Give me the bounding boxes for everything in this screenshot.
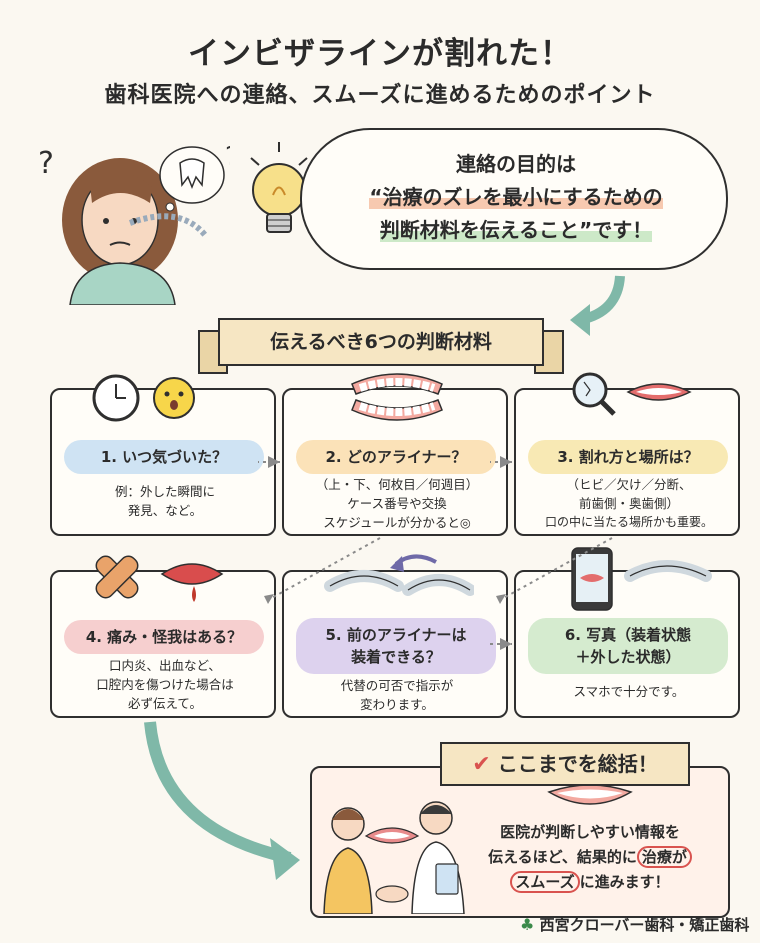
card-5-title-line-1: 5. 前のアライナーは bbox=[325, 626, 467, 644]
card-3-desc-1: （ヒビ／欠け／分断、 bbox=[566, 477, 692, 492]
clover-icon: ♣ bbox=[520, 915, 535, 934]
aligner-teeth-icon bbox=[351, 373, 443, 421]
card-3-desc-2: 前歯側・奥歯側） bbox=[578, 496, 679, 511]
summary-line-1: 医院が判断しやすい情報を bbox=[500, 823, 680, 841]
aligner-swap-icon bbox=[324, 554, 474, 596]
svg-text:?: ? bbox=[38, 146, 54, 181]
summary-line-2-highlight: 治療が bbox=[636, 846, 692, 868]
clinic-name: 西宮クローバー歯科・矯正歯科 bbox=[539, 916, 750, 934]
card-2-desc-3: スケジュールが分かると◎ bbox=[323, 515, 471, 530]
card-4-title: 4. 痛み・怪我はある？ bbox=[64, 620, 264, 654]
card-5-desc-1: 代替の可否で指示が bbox=[340, 678, 454, 693]
card-2-desc-2: ケース番号や交換 bbox=[347, 496, 447, 511]
card-photo: 6. 写真（装着状態 ＋外した状態） スマホで十分です。 bbox=[514, 547, 740, 718]
connector-2-4 bbox=[267, 537, 381, 601]
worried-woman-illustration: ? ? bbox=[38, 142, 230, 305]
smartphone-icon bbox=[571, 547, 712, 611]
summary-line-3: に進みます！ bbox=[579, 873, 670, 891]
magnifier-icon bbox=[572, 372, 692, 416]
purpose-line-3: 判断材料を伝えること”です！ bbox=[379, 218, 653, 242]
clock-icon bbox=[92, 374, 195, 422]
card-5-title: 5. 前のアライナーは 装着できる？ bbox=[296, 618, 496, 674]
card-2-title: 2. どのアライナー？ bbox=[296, 440, 496, 474]
bandage-lips-icon bbox=[95, 555, 224, 602]
card-4-desc-1: 口内炎、出血など、 bbox=[109, 658, 221, 673]
lightbulb-icon bbox=[250, 142, 308, 233]
card-4-desc-3: 必ず伝えて。 bbox=[127, 696, 202, 711]
smile-teeth-icon bbox=[547, 784, 633, 805]
card-previous-aligner: 5. 前のアライナーは 装着できる？ 代替の可否で指示が 変わります。 bbox=[282, 554, 508, 718]
card-1-desc-2: 発見、など。 bbox=[127, 503, 203, 518]
card-4-desc-2: 口腔内を傷つけた場合は bbox=[96, 677, 234, 692]
card-6-title: 6. 写真（装着状態 ＋外した状態） bbox=[528, 618, 728, 674]
card-pain-injury: 4. 痛み・怪我はある？ 口内炎、出血など、 口腔内を傷つけた場合は 必ず伝えて… bbox=[50, 555, 276, 718]
check-icon: ✔ bbox=[472, 752, 491, 777]
page-title: インビザラインが割れた！ bbox=[188, 36, 572, 72]
card-5-desc-2: 変わります。 bbox=[360, 697, 434, 712]
card-1-title: 1. いつ気づいた？ bbox=[64, 440, 264, 474]
card-crack-location: 3. 割れ方と場所は？ （ヒビ／欠け／分断、 前歯側・奥歯側） 口の中に当たる場… bbox=[514, 372, 740, 536]
card-when-noticed: 1. いつ気づいた？ 例：外した瞬間に 発見、など。 bbox=[50, 374, 276, 536]
connector-3-5 bbox=[499, 537, 613, 601]
purpose-line-2: “治療のズレを最小にするための bbox=[369, 185, 663, 209]
summary-heading: ここまでを総括！ bbox=[497, 752, 658, 776]
card-which-aligner: 2. どのアライナー？ （上・下、何枚目／何週目） ケース番号や交換 スケジュー… bbox=[282, 373, 508, 536]
curved-arrow-icon bbox=[570, 275, 625, 336]
card-6-desc-1: スマホで十分です。 bbox=[573, 684, 685, 699]
card-6-title-line-2: ＋外した状態） bbox=[575, 648, 681, 666]
card-5-title-line-2: 装着できる？ bbox=[351, 648, 441, 666]
card-6-title-line-1: 6. 写真（装着状態 bbox=[564, 626, 692, 644]
purpose-line-1: 連絡の目的は bbox=[456, 152, 576, 176]
svg-text:?: ? bbox=[225, 142, 230, 172]
summary-line-2: 伝えるほど、結果的に bbox=[488, 848, 637, 866]
card-2-desc-1: （上・下、何枚目／何週目） bbox=[315, 477, 479, 492]
card-3-title: 3. 割れ方と場所は？ bbox=[528, 440, 728, 474]
handshake-illustration bbox=[323, 801, 465, 914]
card-1-desc-1: 例：外した瞬間に bbox=[114, 484, 215, 499]
summary-ribbon: ✔ ここまでを総括！ bbox=[440, 742, 690, 786]
summary-line-3-highlight: スムーズ bbox=[510, 871, 580, 893]
page-subtitle: 歯科医院への連絡、スムーズに進めるためのポイント bbox=[104, 83, 656, 108]
purpose-text: 連絡の目的は “治療のズレを最小にするための 判断材料を伝えること”です！ bbox=[316, 148, 716, 247]
summary-text: 医院が判断しやすい情報を 伝えるほど、結果的に治療が スムーズに進みます！ bbox=[456, 820, 724, 895]
clinic-footer: ♣ 西宮クローバー歯科・矯正歯科 bbox=[520, 914, 749, 935]
card-3-desc-3: 口の中に当たる場所かも重要。 bbox=[544, 515, 713, 529]
summary-arrow bbox=[144, 721, 292, 864]
